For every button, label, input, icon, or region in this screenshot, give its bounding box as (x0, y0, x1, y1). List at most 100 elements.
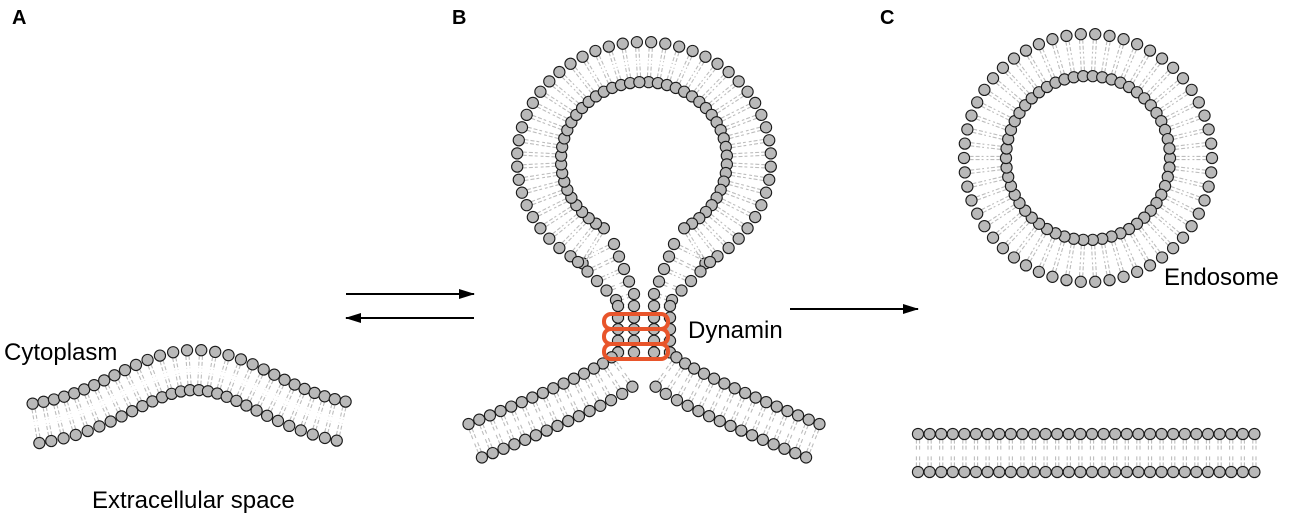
lipid-tail (111, 400, 119, 413)
lipid-tail (621, 374, 629, 384)
lipid-tail (731, 141, 746, 146)
lipid-head (692, 404, 705, 418)
lipid-tail (34, 425, 38, 438)
lipid-tail (685, 74, 694, 87)
lipid-head (616, 37, 629, 50)
lipid-tail (996, 195, 1010, 203)
lipid-head (47, 393, 61, 406)
lipid-head (697, 367, 711, 380)
lipid-tail (1051, 257, 1058, 272)
lipid-head (1202, 180, 1215, 193)
lipid-tail (970, 142, 985, 145)
lipid-tail (718, 389, 724, 399)
lipid-head (699, 50, 712, 63)
lipid-tail (708, 93, 721, 104)
lipid-tail (1104, 58, 1108, 73)
lipid-tail (554, 83, 566, 93)
lipid-tail (1174, 144, 1189, 147)
lipid-head (1201, 465, 1215, 479)
lipid-tail (236, 383, 243, 396)
lipid-head (958, 465, 971, 479)
lipid-head (564, 57, 577, 70)
cytoplasm-label: Cytoplasm (4, 339, 117, 366)
lipid-head (497, 442, 510, 455)
lipid-head (1213, 465, 1226, 479)
lipid-head (1007, 52, 1021, 65)
lipid-tail (701, 397, 708, 407)
lipid-head (69, 428, 82, 442)
lipid-head (971, 207, 984, 220)
lipid-tail (803, 425, 809, 436)
lipid-head (1143, 465, 1157, 479)
lipid-tail (583, 245, 592, 258)
lipid-head (1192, 96, 1205, 109)
lipid-tail (616, 66, 622, 80)
lipid-tail (604, 368, 611, 379)
lipid-tail (574, 66, 585, 79)
lipid-tail (1068, 58, 1072, 73)
lipid-tail (493, 419, 498, 430)
lipid-head (993, 465, 1006, 479)
lipid-tail (1025, 226, 1035, 239)
lipid-tail (1132, 70, 1141, 84)
lipid-tail (710, 213, 723, 224)
lipid-tail (531, 196, 546, 203)
lipid-tail (309, 398, 315, 411)
lipid-tail (636, 63, 638, 77)
lipid-tail (1173, 176, 1188, 181)
flat-lipid-bilayer (911, 427, 1261, 479)
lipid-tail (1189, 128, 1203, 133)
lipid-head (512, 173, 525, 186)
lipid-tail (1191, 142, 1206, 145)
lipid-tail (987, 93, 1001, 103)
lipid-head (1167, 465, 1180, 479)
lipid-head (802, 413, 815, 426)
lipid-head (483, 409, 497, 422)
lipid-tail (663, 298, 667, 301)
lipid-head (1097, 465, 1110, 479)
lipid-tail (973, 183, 987, 188)
panel-label-c: C (880, 7, 894, 29)
lipid-tail (674, 256, 685, 263)
lipid-tail (524, 406, 531, 417)
lipid-head (590, 274, 604, 288)
lipid-tail (1025, 77, 1035, 90)
budding-vesicle-bilayer (462, 36, 826, 464)
lipid-tail (991, 185, 1006, 192)
lipid-head (759, 186, 773, 199)
lipid-head (670, 351, 683, 364)
lipid-tail (716, 206, 730, 216)
lipid-tail (703, 241, 714, 254)
lipid-tail (720, 201, 735, 209)
lipid-tail (584, 379, 591, 389)
lipid-tail (84, 395, 91, 407)
lipid-tail (548, 192, 563, 199)
lipid-head (576, 50, 589, 63)
lipid-tail (498, 433, 504, 444)
lipid-head (547, 382, 560, 395)
lipid-tail (1114, 61, 1120, 75)
lipid-head (209, 345, 222, 359)
lipid-tail (164, 376, 169, 390)
lipid-head (1132, 465, 1145, 479)
lipid-head (240, 399, 253, 412)
lipid-tail (732, 162, 748, 165)
lipid-head (1225, 427, 1238, 441)
lipid-head (627, 287, 641, 301)
lipid-tail (63, 402, 69, 415)
lipid-tail (627, 64, 632, 78)
lipid-head (515, 186, 529, 199)
lipid-tail (604, 385, 611, 395)
lipid-tail (188, 355, 191, 369)
lipid-tail (1002, 103, 1015, 112)
lipid-tail (565, 96, 578, 107)
lipid-head (760, 395, 773, 409)
lipid-head (617, 262, 631, 276)
lipid-head (965, 109, 978, 122)
lipid-tail (473, 442, 479, 454)
lipid-tail (989, 216, 1002, 225)
lipid-head (1248, 465, 1261, 479)
lipid-tail (564, 234, 575, 246)
lipid-head (1004, 465, 1017, 479)
lipid-head (741, 222, 754, 235)
